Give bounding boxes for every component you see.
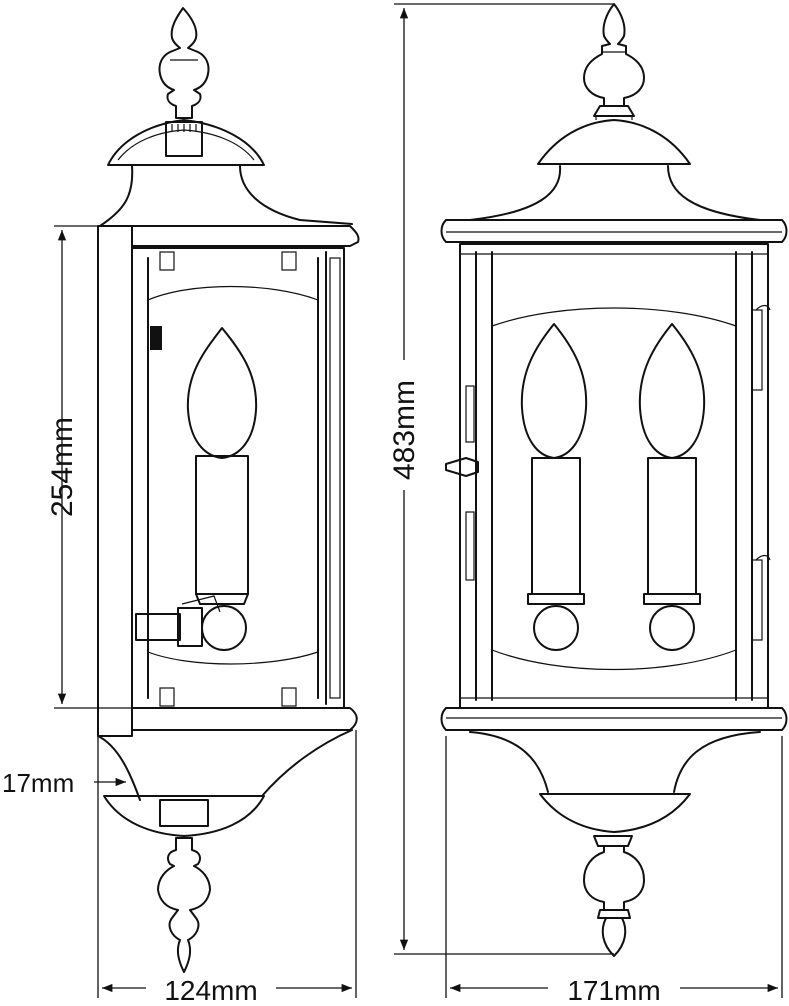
dim-label-171mm: 171mm xyxy=(567,975,660,1006)
side-roof xyxy=(99,119,360,247)
dimension-254mm: 254mm xyxy=(46,225,132,709)
dimension-124mm: 124mm xyxy=(97,730,357,1006)
dimension-171mm: 171mm xyxy=(445,736,783,1006)
dimension-483mm: 483mm xyxy=(386,3,614,955)
front-lantern-body xyxy=(445,243,771,709)
dim-label-17mm: 17mm xyxy=(2,768,74,798)
dimension-17mm: 17mm xyxy=(2,768,126,798)
dim-label-124mm: 124mm xyxy=(164,975,257,1006)
front-view: 483mm 171mm xyxy=(386,3,788,1006)
front-top-finial xyxy=(583,3,645,117)
side-lantern-body xyxy=(131,247,345,709)
front-bottom xyxy=(440,707,788,957)
dim-label-254mm: 254mm xyxy=(46,417,79,517)
side-view: 254mm 17mm 124mm xyxy=(2,7,360,1006)
dim-label-483mm: 483mm xyxy=(388,380,421,480)
front-roof xyxy=(440,115,788,243)
side-bottom xyxy=(97,707,358,973)
side-top-finial xyxy=(158,7,210,119)
side-backplate xyxy=(97,225,133,737)
